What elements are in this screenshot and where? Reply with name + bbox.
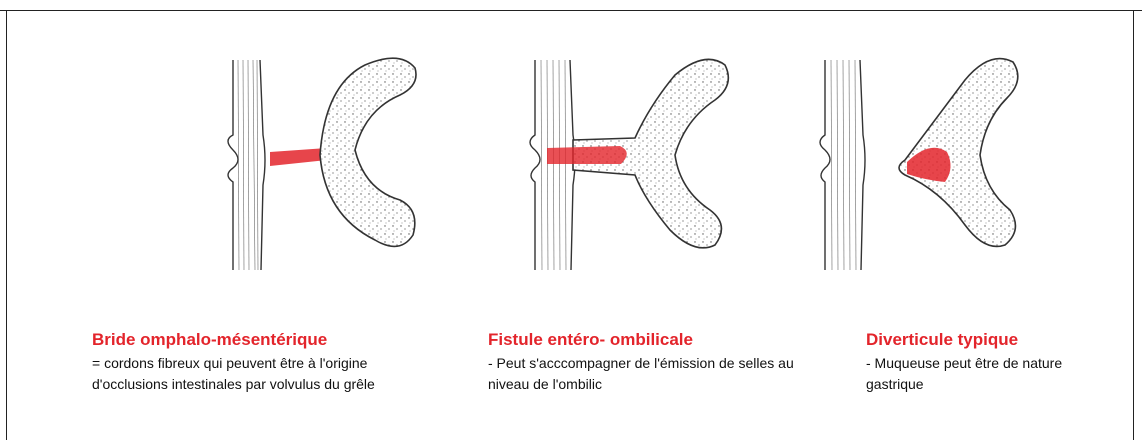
illustration-fistule	[525, 40, 765, 280]
fibrous-band	[270, 148, 327, 166]
caption-fistule: Fistule entéro- ombilicale - Peut s'accc…	[488, 330, 828, 395]
caption-bride: Bride omphalo-mésentérique = cordons fib…	[92, 330, 422, 395]
caption-title: Diverticule typique	[866, 330, 1106, 350]
intestine-segment	[820, 60, 865, 270]
caption-diverticule: Diverticule typique - Muqueuse peut être…	[866, 330, 1106, 395]
diverticulum-shape	[899, 59, 1018, 247]
caption-description: = cordons fibreux qui peuvent être à l'o…	[92, 353, 422, 395]
intestine-segment	[530, 60, 575, 270]
caption-description: - Peut s'acccompagner de l'émission de s…	[488, 353, 828, 395]
fistula-lumen	[547, 146, 627, 164]
illustration-diverticule	[815, 40, 1055, 280]
illustration-bride	[215, 40, 455, 280]
caption-description: - Muqueuse peut être de nature gastrique	[866, 353, 1106, 395]
caption-title: Bride omphalo-mésentérique	[92, 330, 422, 350]
umbilical-cord-shape	[320, 58, 416, 246]
caption-title: Fistule entéro- ombilicale	[488, 330, 828, 350]
intestine-segment	[228, 60, 265, 270]
